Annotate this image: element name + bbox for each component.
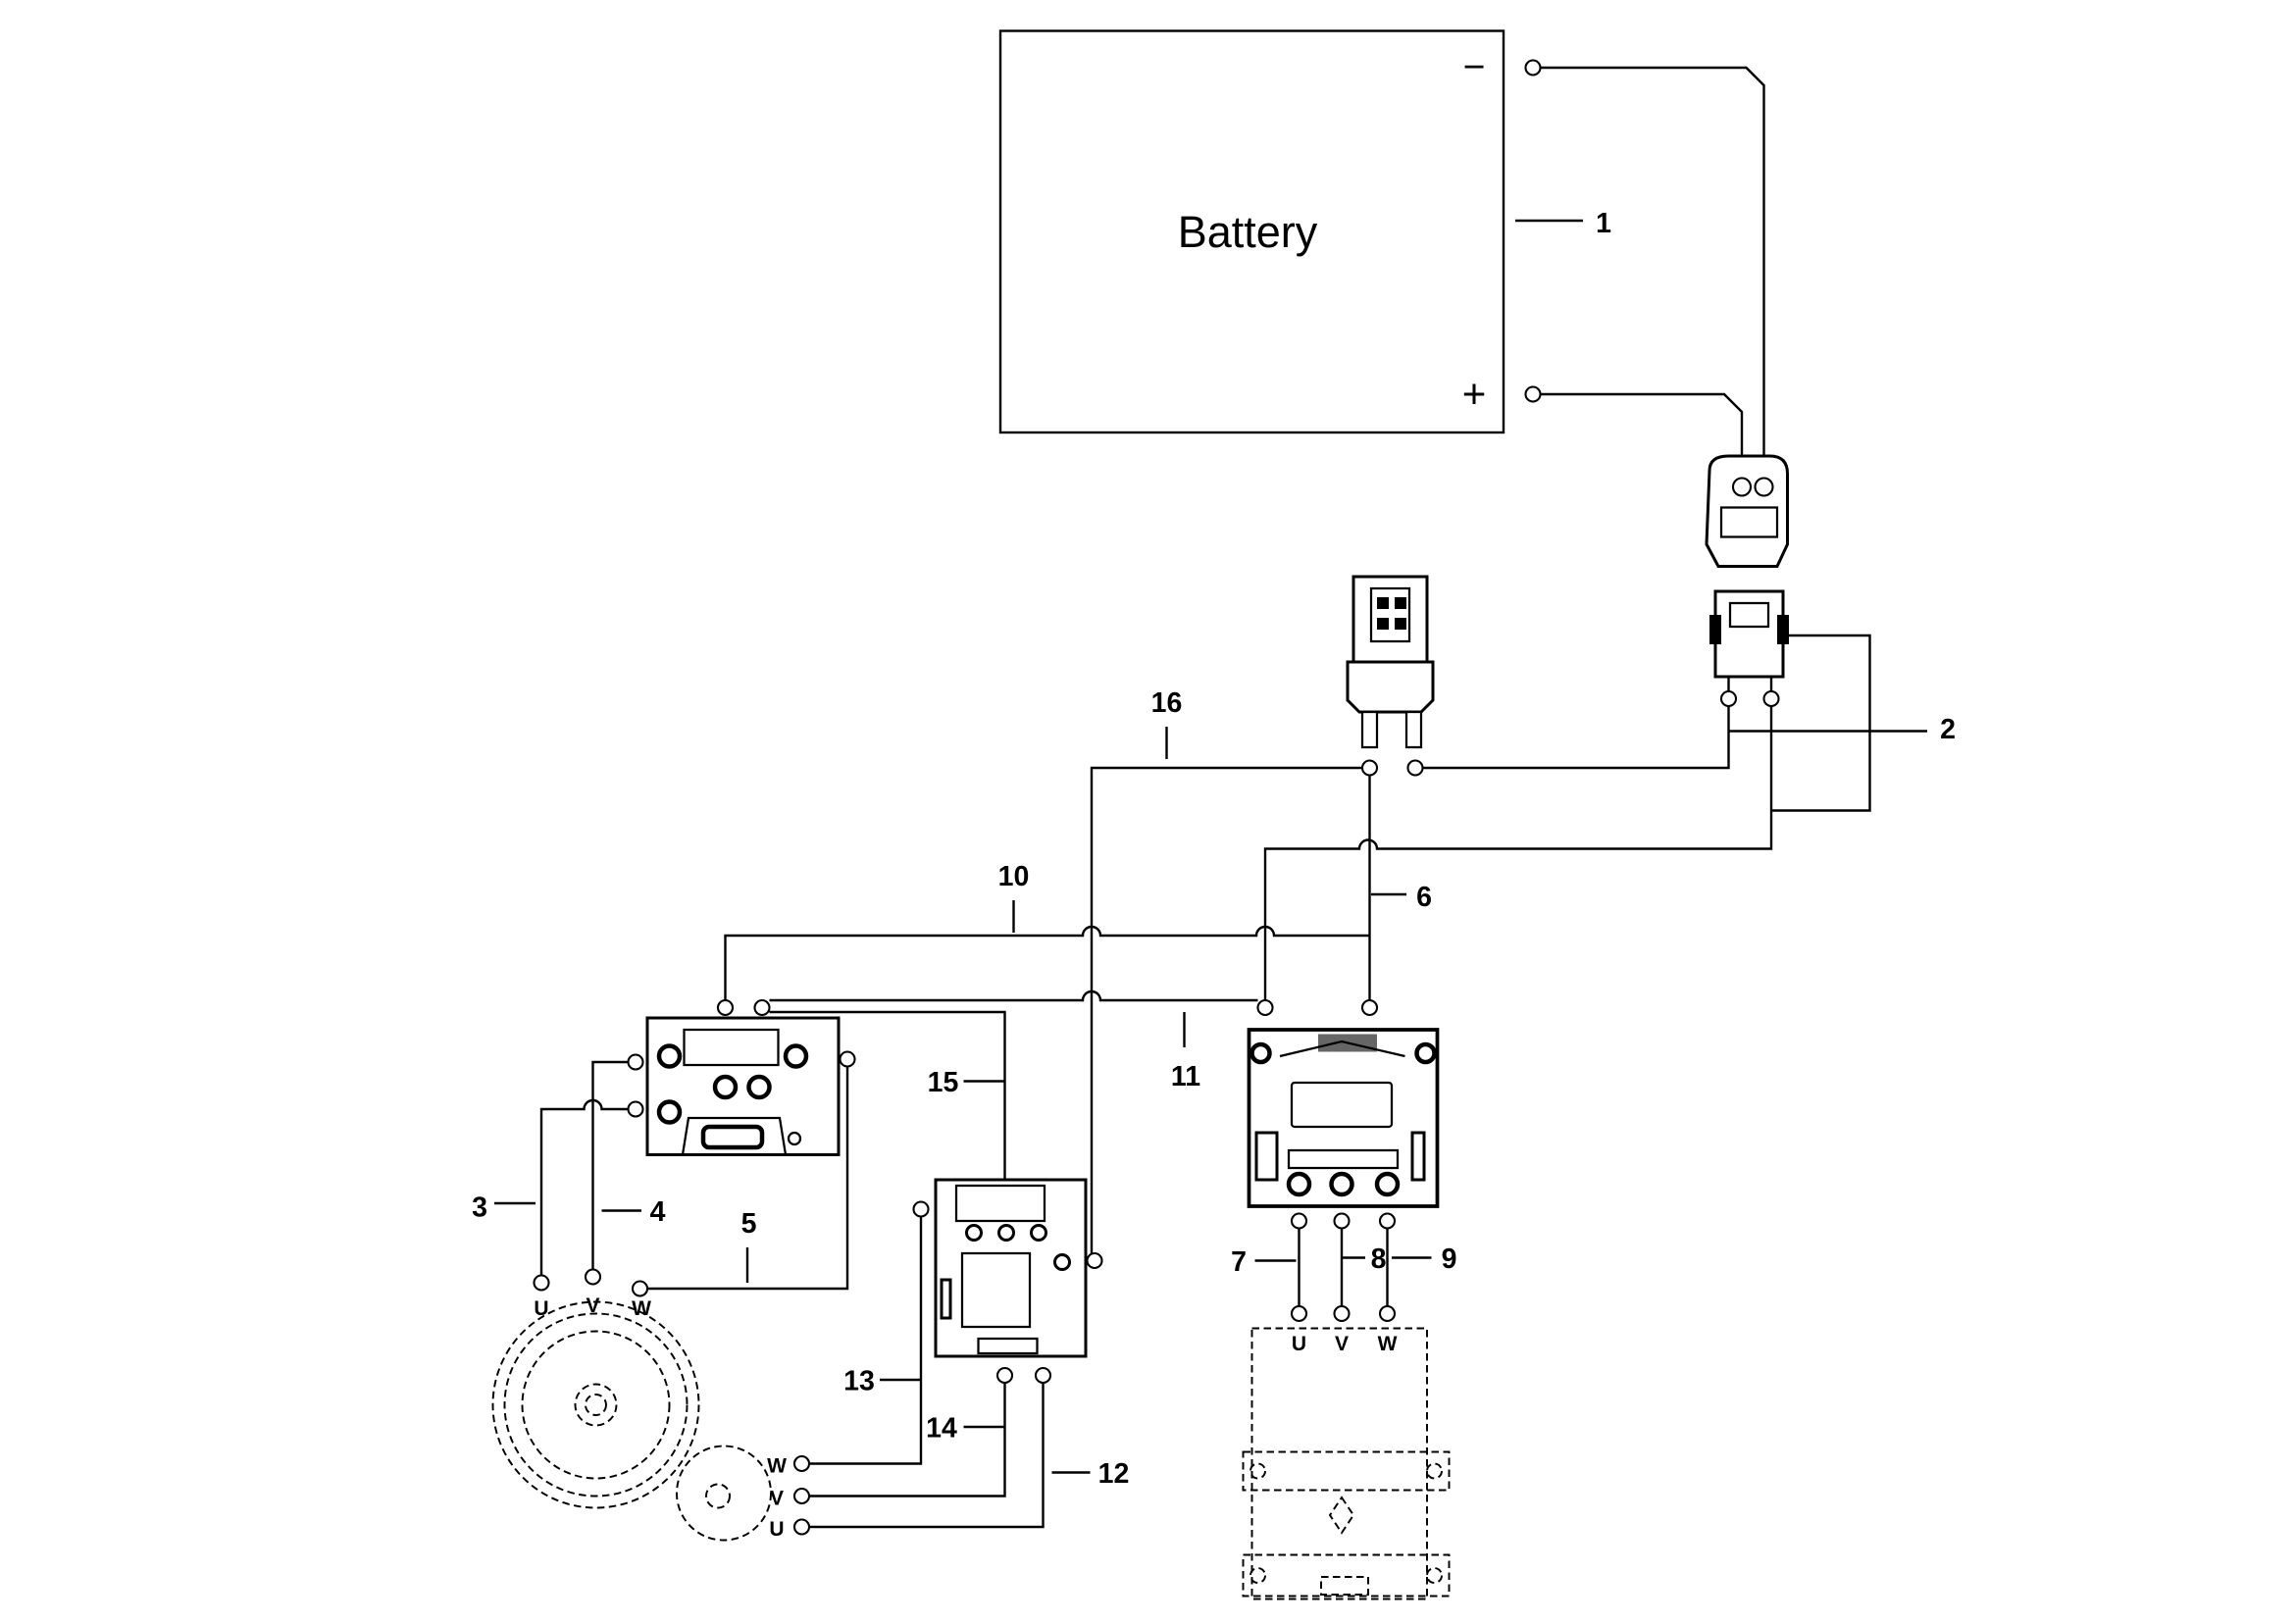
traction-phase-v: V [586, 1294, 599, 1317]
steering-controller [1247, 1028, 1440, 1323]
emergency-switch [1346, 575, 1435, 777]
callout-14: 14 [926, 1413, 957, 1445]
callout-7: 7 [1231, 1246, 1247, 1278]
steering-motor: U V W [1242, 1327, 1451, 1600]
callouts: 1 2 3 4 5 6 7 8 9 10 11 12 13 14 15 16 [472, 208, 1956, 1490]
callout-5: 5 [741, 1208, 757, 1240]
battery-label: Battery [1178, 207, 1318, 257]
callout-10: 10 [998, 861, 1030, 892]
steer-phase-u: U [1292, 1333, 1306, 1355]
battery: Battery − + [998, 29, 1505, 434]
callout-11: 11 [1171, 1061, 1200, 1092]
traction-phase-w: W [632, 1297, 651, 1320]
callout-8: 8 [1371, 1243, 1387, 1275]
battery-cables [1524, 59, 1765, 474]
callout-2: 2 [1940, 714, 1956, 745]
callout-13: 13 [843, 1366, 875, 1397]
callout-12: 12 [1098, 1458, 1130, 1490]
pump-motor: W V U [676, 1445, 811, 1542]
callout-4: 4 [650, 1196, 666, 1228]
battery-negative-sign: − [1463, 46, 1486, 88]
callout-16: 16 [1151, 687, 1183, 719]
pump-phase-w: W [767, 1455, 787, 1478]
pump-phase-v: V [770, 1488, 784, 1510]
callout-6: 6 [1416, 882, 1432, 913]
pump-controller [809, 1178, 1088, 1529]
battery-connector [1705, 454, 1871, 812]
traction-phase-u: U [534, 1297, 548, 1320]
traction-controller [533, 1016, 856, 1297]
steer-phase-v: V [1335, 1333, 1349, 1355]
battery-positive-sign: + [1462, 371, 1487, 417]
callout-15: 15 [928, 1067, 959, 1098]
callout-3: 3 [472, 1193, 487, 1224]
callout-9: 9 [1442, 1243, 1457, 1275]
pump-phase-u: U [769, 1518, 784, 1541]
steer-phase-w: W [1378, 1333, 1398, 1355]
traction-motor: U V W [491, 1294, 700, 1509]
callout-1: 1 [1596, 208, 1611, 239]
